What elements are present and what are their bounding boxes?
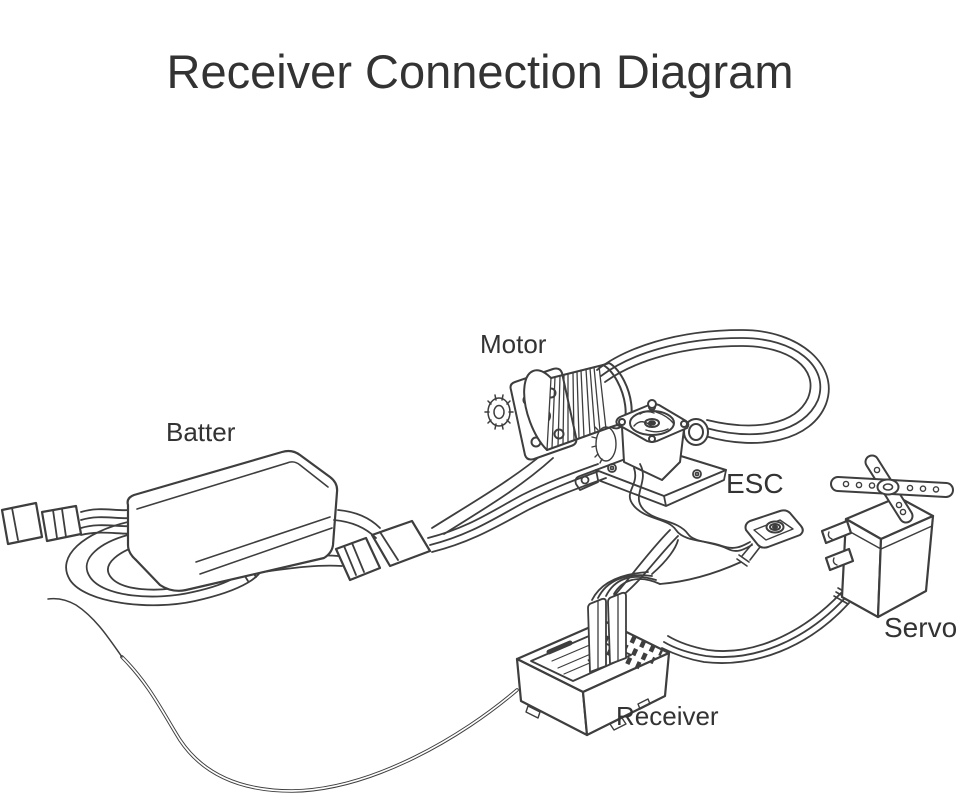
- battery-connector-left: [0, 501, 83, 546]
- switch-wires: [628, 463, 753, 585]
- motor-spur-gear: [591, 426, 617, 464]
- motor-label: Motor: [480, 329, 547, 359]
- battery-label: Batter: [166, 417, 236, 447]
- esc-capacitor: [683, 418, 709, 446]
- motor-pinion-gear: [484, 394, 514, 430]
- esc-label: ESC: [726, 468, 784, 499]
- receiver-antenna: [47, 597, 519, 793]
- receiver: [515, 591, 671, 737]
- motor-fins: [546, 365, 607, 451]
- motor: [484, 362, 633, 464]
- servo-horn: [830, 454, 954, 524]
- receiver-label: Receiver: [616, 701, 719, 731]
- servo: [820, 454, 954, 619]
- power-switch: [736, 509, 804, 567]
- page-title: Receiver Connection Diagram: [166, 45, 794, 98]
- esc: [615, 399, 709, 481]
- receiver-plugs: [587, 591, 627, 673]
- battery-pack: [126, 449, 339, 592]
- inline-connector: [333, 509, 432, 582]
- servo-label: Servo: [884, 612, 958, 643]
- motor-esc-wire-loop: [596, 329, 830, 444]
- esc-fan: [615, 399, 690, 443]
- power-wires: [427, 451, 607, 553]
- servo-wire: [661, 587, 853, 664]
- receiver-plug-wires: [591, 529, 679, 601]
